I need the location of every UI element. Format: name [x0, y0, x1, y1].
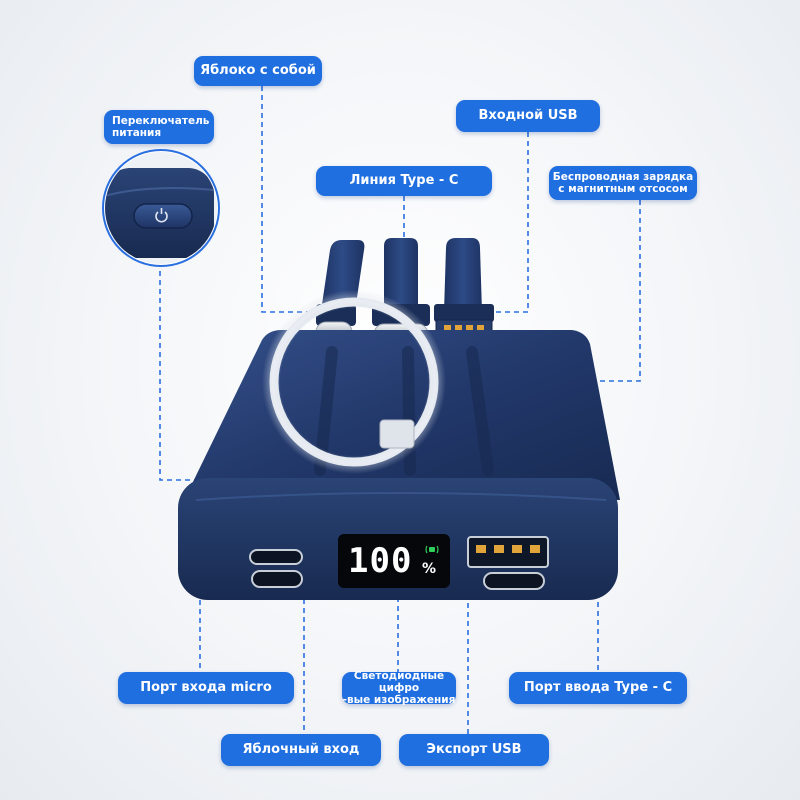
- percent-sign: %: [422, 561, 437, 577]
- label-led-display: Светодиодные цифро -вые изображения: [342, 669, 456, 707]
- label-typec-in-text: Порт ввода Type - C: [523, 679, 673, 695]
- label-led-line1: Светодиодные цифро: [353, 669, 445, 694]
- label-apple-with-text: Яблоко с собой: [200, 62, 316, 78]
- label-usb-in: Входной USB: [456, 100, 600, 132]
- label-usb-in-text: Входной USB: [478, 107, 578, 123]
- label-usb-out: Экспорт USB: [399, 734, 549, 766]
- label-typec-line: Линия Type - C: [316, 166, 492, 196]
- label-typec-line-text: Линия Type - C: [349, 172, 459, 188]
- micro-port: [249, 549, 303, 565]
- led-display: 100 %: [338, 534, 450, 588]
- typec-in-port: [483, 572, 545, 590]
- usb-out-port: [467, 536, 549, 568]
- label-typec-in: Порт ввода Type - C: [509, 672, 687, 704]
- label-led-line2: -вые изображения: [342, 694, 456, 707]
- label-wireless-charging: Беспроводная зарядка с магнитным отсосом: [549, 166, 697, 200]
- label-power-switch: Переключатель питания: [104, 110, 214, 144]
- label-apple-in-text: Яблочный вход: [242, 741, 360, 757]
- wireless-charging-icon: [425, 545, 439, 554]
- label-power-switch-line1: Переключатель: [112, 114, 210, 127]
- leader-apple-with: [261, 86, 322, 313]
- label-micro-port: Порт входа micro: [118, 672, 294, 704]
- label-micro-port-text: Порт входа micro: [140, 679, 272, 695]
- power-switch-zoom: [102, 149, 220, 267]
- label-wireless-line2: с магнитным отсосом: [558, 183, 688, 195]
- label-apple-with: Яблоко с собой: [194, 56, 322, 86]
- leader-usb-in: [490, 132, 529, 313]
- label-wireless-line1: Беспроводная зарядка: [552, 170, 694, 183]
- lightning-port: [251, 570, 303, 588]
- leader-switch: [159, 262, 200, 481]
- label-power-switch-line2: питания: [112, 127, 162, 139]
- label-usb-out-text: Экспорт USB: [426, 741, 522, 757]
- label-apple-in: Яблочный вход: [221, 734, 381, 766]
- power-icon: [155, 208, 168, 223]
- battery-percent-value: 100: [348, 541, 413, 581]
